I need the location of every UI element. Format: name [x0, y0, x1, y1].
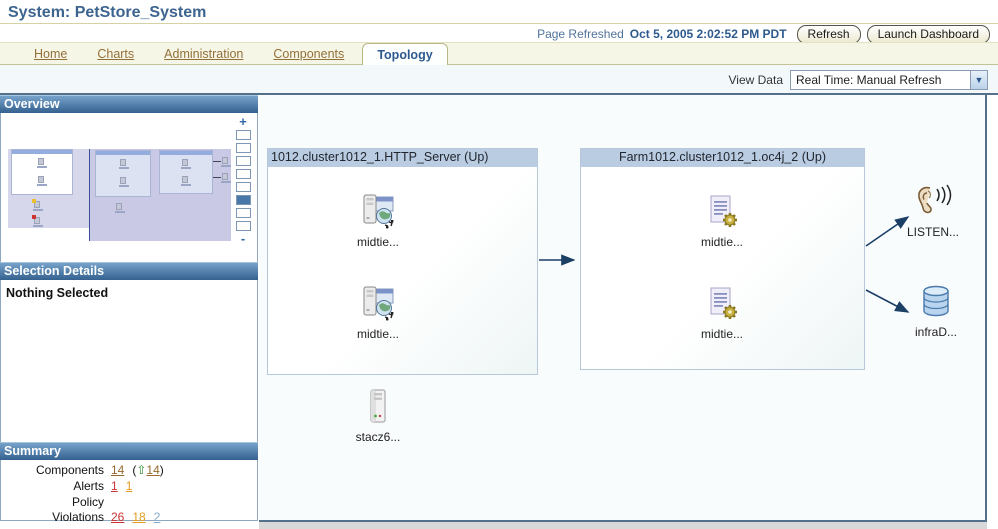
minimap-group-oc4j — [95, 150, 151, 197]
policy-warning-link[interactable]: 18 — [132, 510, 146, 524]
group-http-server[interactable]: 1012.cluster1012_1.HTTP_Server (Up) — [267, 148, 538, 375]
node-label: midtie... — [356, 235, 399, 249]
tab-home[interactable]: Home — [34, 47, 68, 61]
node-label: midtie... — [356, 327, 399, 341]
minimap-zoom-control: + - — [232, 114, 254, 258]
listener-icon — [918, 184, 952, 214]
http-server-icon — [363, 194, 394, 229]
summary-components-row: Components 14 (⇧14) — [5, 463, 253, 478]
zoom-out-button[interactable]: - — [240, 231, 246, 246]
summary-panel: Summary Components 14 (⇧14) Alerts 1 — [0, 442, 258, 524]
minimap-node-icon — [181, 176, 191, 186]
content-divider — [0, 93, 998, 95]
oc4j-icon — [710, 195, 737, 227]
title-divider — [0, 23, 998, 24]
tab-charts[interactable]: Charts — [97, 47, 135, 61]
database-icon — [923, 285, 949, 317]
summary-policy-row: Policy Violations 26 18 2 — [5, 495, 253, 525]
group-http-server-title: 1012.cluster1012_1.HTTP_Server (Up) — [268, 149, 537, 167]
node-host-stacz6[interactable]: stacz6... — [336, 388, 420, 444]
node-label: LISTEN... — [906, 225, 959, 239]
minimap-node-icon — [32, 199, 43, 211]
summary-alerts-row: Alerts 1 1 — [5, 479, 253, 494]
zoom-level-1[interactable] — [235, 130, 251, 140]
alerts-label: Alerts — [73, 479, 104, 493]
components-count-link[interactable]: 14 — [111, 463, 125, 477]
minimap-edge — [213, 161, 221, 162]
overview-minimap[interactable]: + - — [0, 113, 258, 262]
node-midtier-oc4j-2[interactable]: midtie... — [680, 285, 764, 341]
minimap-node-icon — [119, 177, 129, 187]
zoom-level-5[interactable] — [235, 182, 251, 192]
zoom-level-4[interactable] — [235, 169, 251, 179]
node-label: midtie... — [700, 235, 743, 249]
tab-topology-active[interactable]: Topology — [362, 43, 448, 66]
minimap-node-icon — [221, 157, 231, 167]
page-title: System: PetStore_System — [8, 4, 207, 21]
minimap-viewport-line — [89, 149, 90, 241]
node-label: infraD... — [914, 325, 957, 339]
tab-administration[interactable]: Administration — [164, 47, 244, 61]
selection-details-header: Selection Details — [0, 262, 258, 280]
host-icon — [370, 389, 386, 423]
alerts-warning-link[interactable]: 1 — [125, 479, 133, 493]
page-refreshed-label: Page Refreshed — [537, 27, 624, 41]
node-midtier-oc4j-1[interactable]: midtie... — [680, 193, 764, 249]
minimap-node-icon — [32, 215, 43, 227]
policy-violations-label: Policy Violations — [52, 495, 104, 524]
node-label: stacz6... — [355, 430, 401, 444]
minimap-node-icon — [221, 173, 231, 183]
node-midtier-http-1[interactable]: midtie... — [336, 193, 420, 249]
zoom-level-2[interactable] — [235, 143, 251, 153]
node-midtier-http-2[interactable]: midtie... — [336, 285, 420, 341]
selection-details-panel: Selection Details Nothing Selected — [0, 262, 258, 442]
node-listener[interactable]: LISTEN... — [891, 183, 975, 239]
node-label: midtie... — [700, 327, 743, 341]
group-oc4j-farm-title: Farm1012.cluster1012_1.oc4j_2 (Up) — [581, 149, 864, 167]
minimap-node-icon — [119, 159, 129, 169]
page-refreshed-timestamp: Oct 5, 2005 2:02:52 PM PDT — [629, 27, 787, 41]
sidebar: Overview — [0, 95, 258, 524]
selection-details-message: Nothing Selected — [6, 286, 109, 300]
policy-info-link[interactable]: 2 — [153, 510, 161, 524]
minimap-group-http-server — [11, 149, 73, 195]
http-server-icon — [363, 286, 394, 321]
view-data-row: View Data Real Time: Manual Refresh ▼ — [0, 65, 998, 94]
chevron-down-icon[interactable]: ▼ — [970, 71, 987, 89]
zoom-level-8[interactable] — [235, 221, 251, 231]
minimap-group-right — [159, 150, 213, 194]
components-label: Components — [35, 463, 104, 477]
minimap-node-icon — [181, 159, 191, 169]
zoom-in-button[interactable]: + — [239, 114, 247, 129]
launch-dashboard-button[interactable]: Launch Dashboard — [866, 24, 990, 44]
tab-strip: Home Charts Administration Components To… — [0, 42, 998, 66]
tab-components[interactable]: Components — [273, 47, 345, 61]
node-infra-database[interactable]: infraD... — [894, 283, 978, 339]
refresh-row: Page Refreshed Oct 5, 2005 2:02:52 PM PD… — [537, 24, 990, 44]
group-oc4j-farm[interactable]: Farm1012.cluster1012_1.oc4j_2 (Up) — [580, 148, 865, 370]
minimap-node-icon — [115, 203, 125, 213]
alerts-critical-link[interactable]: 1 — [111, 479, 118, 493]
view-data-label: View Data — [728, 73, 783, 87]
view-data-selected-value: Real Time: Manual Refresh — [796, 73, 942, 87]
components-up-count-link[interactable]: 14 — [146, 463, 160, 477]
minimap-node-icon — [37, 176, 47, 186]
oc4j-icon — [710, 287, 737, 319]
topology-canvas[interactable]: 1012.cluster1012_1.HTTP_Server (Up) midt… — [259, 95, 987, 522]
summary-panel-header: Summary — [0, 442, 258, 460]
refresh-button[interactable]: Refresh — [796, 24, 861, 44]
canvas-scrollbar-track[interactable] — [259, 520, 987, 529]
minimap-node-icon — [37, 158, 47, 168]
components-change: (⇧14) — [132, 463, 164, 477]
policy-critical-link[interactable]: 26 — [111, 510, 125, 524]
up-arrow-icon: ⇧ — [136, 463, 147, 477]
overview-panel-header: Overview — [0, 95, 258, 113]
zoom-level-6-active[interactable] — [235, 195, 251, 205]
zoom-level-7[interactable] — [235, 208, 251, 218]
view-data-select[interactable]: Real Time: Manual Refresh ▼ — [790, 70, 988, 90]
minimap-edge — [213, 177, 221, 178]
overview-panel: Overview — [0, 95, 258, 262]
zoom-level-3[interactable] — [235, 156, 251, 166]
